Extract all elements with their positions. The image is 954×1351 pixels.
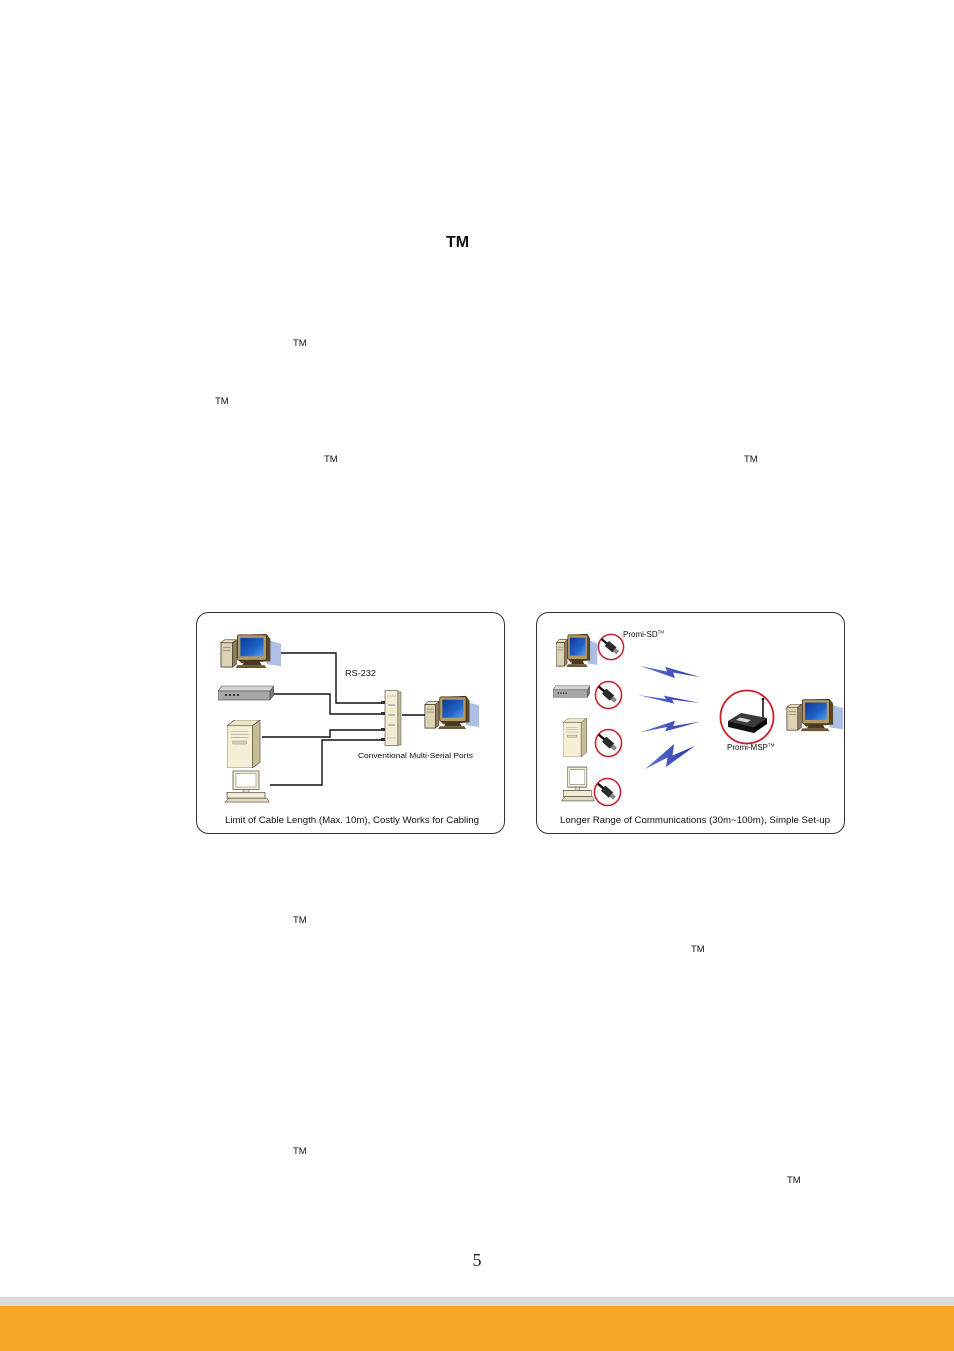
promi-sd-trademark: TM xyxy=(658,630,665,635)
trademark-mark: TM xyxy=(691,944,705,955)
access-point-icon xyxy=(719,689,775,745)
serial-adapter-icon xyxy=(594,728,623,758)
serial-cable xyxy=(280,652,382,704)
serial-cable xyxy=(270,739,382,786)
network-device-icon xyxy=(218,685,274,701)
trademark-mark: TM xyxy=(215,396,229,407)
trademark-mark: TM xyxy=(293,338,307,349)
trademark-mark: TM xyxy=(293,1146,307,1157)
server-tower-icon xyxy=(227,720,261,768)
wireless-setup-figure: Promi-SDTM Promi-MSPTM Longer Range of C… xyxy=(536,612,846,835)
promi-msp-name: Promi-MSP xyxy=(727,743,768,752)
serial-cable xyxy=(262,729,382,738)
server-tower-icon xyxy=(563,718,587,757)
trademark-mark: TM xyxy=(293,915,307,926)
serial-cables xyxy=(262,652,426,786)
wireless-setup-diagram: Promi-SDTM Promi-MSPTM Longer Range of C… xyxy=(536,612,845,834)
footer-stripe xyxy=(0,1297,954,1306)
serial-ports-label: Conventional Multi-Serial Ports xyxy=(358,751,473,760)
promi-msp-trademark: TM xyxy=(768,743,775,748)
figure-caption: Longer Range of Communications (30m~100m… xyxy=(560,815,830,825)
network-device-icon xyxy=(553,685,590,698)
figure-frame xyxy=(196,612,505,834)
footer-bar xyxy=(0,1306,954,1351)
serial-adapter-icon xyxy=(593,777,622,807)
trademark-mark: TM xyxy=(744,454,758,465)
promi-sd-label: Promi-SDTM xyxy=(623,630,664,640)
trademark-mark: TM xyxy=(787,1175,801,1186)
serial-adapter-icon xyxy=(594,680,623,710)
rs232-label: RS-232 xyxy=(345,668,376,678)
figure-frame xyxy=(536,612,845,834)
figure-caption: Limit of Cable Length (Max. 10m), Costly… xyxy=(225,815,479,825)
wired-setup-figure: RS-232 Conventional Multi-Serial Ports L… xyxy=(196,612,506,835)
serial-cable xyxy=(274,693,382,715)
serial-adapter-icon xyxy=(597,633,625,661)
promi-sd-name: Promi-SD xyxy=(623,630,658,639)
wired-setup-diagram: RS-232 Conventional Multi-Serial Ports L… xyxy=(196,612,505,834)
heading-trademark: TM xyxy=(446,234,470,251)
trademark-mark: TM xyxy=(324,454,338,465)
promi-msp-label: Promi-MSPTM xyxy=(727,743,775,753)
page-number: 5 xyxy=(472,1250,482,1270)
